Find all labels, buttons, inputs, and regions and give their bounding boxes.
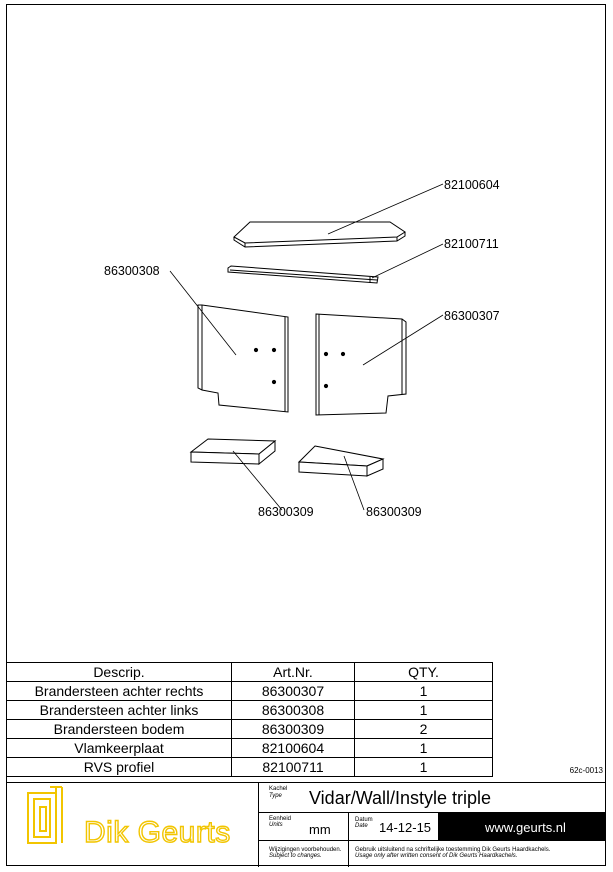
cell-art-nr: 86300308: [231, 700, 355, 720]
date-label-nl: Datum: [355, 817, 373, 823]
units-cell: Eenheid Units mm: [259, 813, 349, 841]
header-qty: QTY.: [354, 662, 493, 682]
callout-86300308: 86300308: [104, 264, 160, 278]
drawing-number: 62c-0013: [569, 766, 603, 775]
date-cell: Datum Date 14-12-15: [349, 813, 439, 841]
cell-art-nr: 82100711: [231, 757, 355, 777]
part-achter-links: [197, 304, 289, 413]
callout-86300309-right: 86300309: [366, 505, 422, 519]
table-row: Brandersteen bodem 86300309 2: [6, 719, 493, 739]
cell-descrip: Brandersteen achter links: [6, 700, 232, 720]
table-row: Brandersteen achter links 86300308 1: [6, 700, 493, 720]
type-value: Vidar/Wall/Instyle triple: [309, 788, 492, 808]
drawing-sheet: [6, 4, 606, 866]
table-row: Vlamkeerplaat 82100604 1: [6, 738, 493, 758]
table-header-row: Descrip. Art.Nr. QTY.: [6, 662, 493, 682]
title-block: Dik Geurts Kachel Type Vidar/Wall/Instyl…: [6, 782, 606, 867]
cell-qty: 1: [354, 681, 493, 701]
cell-descrip: Brandersteen achter rechts: [6, 681, 232, 701]
cell-descrip: Vlamkeerplaat: [6, 738, 232, 758]
cell-art-nr: 82100604: [231, 738, 355, 758]
logo: Dik Geurts: [6, 783, 259, 867]
usage-en: Usage only after written consent of Dik …: [355, 853, 518, 859]
dik-geurts-logo-icon: Dik Geurts: [27, 786, 231, 850]
units-label-en: Units: [269, 822, 283, 828]
part-rvs-profiel: [227, 265, 379, 284]
website-link[interactable]: www.geurts.nl: [439, 813, 606, 841]
disclaimer-en: Subject to changes.: [269, 853, 322, 859]
type-label-nl: Kachel: [269, 786, 288, 792]
usage-nl: Gebruik uitsluitend na schriftelijke toe…: [355, 847, 551, 853]
cell-qty: 1: [354, 700, 493, 720]
date-value: 14-12-15: [379, 820, 432, 835]
cell-qty: 1: [354, 738, 493, 758]
part-bodem-left: [189, 438, 277, 466]
type-row: Kachel Type Vidar/Wall/Instyle triple: [259, 783, 606, 813]
svg-text:Dik Geurts: Dik Geurts: [84, 816, 231, 849]
table-row: Brandersteen achter rechts 86300307 1: [6, 681, 493, 701]
usage-cell: Gebruik uitsluitend na schriftelijke toe…: [349, 841, 606, 867]
cell-qty: 2: [354, 719, 493, 739]
cell-qty: 1: [354, 757, 493, 777]
parts-table: Descrip. Art.Nr. QTY. Brandersteen achte…: [6, 662, 493, 777]
header-descrip: Descrip.: [6, 662, 232, 682]
header-art-nr: Art.Nr.: [231, 662, 355, 682]
callout-82100604: 82100604: [444, 178, 500, 192]
date-label-en: Date: [355, 823, 368, 829]
units-value: mm: [309, 822, 331, 837]
cell-art-nr: 86300309: [231, 719, 355, 739]
callout-86300307: 86300307: [444, 309, 500, 323]
cell-descrip: RVS profiel: [6, 757, 232, 777]
part-vlamkeerplaat: [233, 221, 406, 248]
type-label-en: Type: [269, 793, 282, 799]
disclaimer-cell: Wijzigingen voorbehouden. Subject to cha…: [259, 841, 349, 867]
callout-86300309-left: 86300309: [258, 505, 314, 519]
disclaimer-nl: Wijzigingen voorbehouden.: [269, 847, 342, 853]
part-achter-rechts: [315, 313, 407, 416]
cell-descrip: Brandersteen bodem: [6, 719, 232, 739]
cell-art-nr: 86300307: [231, 681, 355, 701]
part-bodem-right: [297, 445, 385, 477]
callout-82100711: 82100711: [444, 237, 499, 251]
units-label-nl: Eenheid: [269, 816, 292, 822]
table-row: RVS profiel 82100711 1: [6, 757, 493, 777]
